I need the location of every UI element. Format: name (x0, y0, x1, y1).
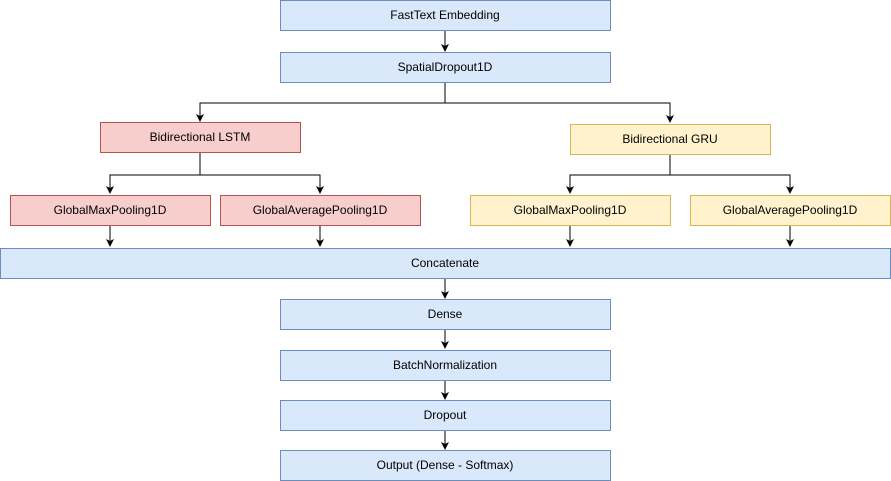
node-dropout: Dropout (280, 400, 611, 431)
node-gru-globalmaxpooling1d: GlobalMaxPooling1D (470, 195, 671, 226)
edge-spatialdropout-to-bilstm (196, 82, 446, 122)
node-label: GlobalMaxPooling1D (514, 203, 627, 217)
edge-bilstm-to-avgpool (200, 174, 324, 194)
edge-bigru-to-avgpool (670, 174, 794, 194)
node-label: GlobalAveragePooling1D (253, 203, 388, 217)
node-label: Dense (428, 307, 463, 321)
node-label: Bidirectional LSTM (150, 130, 251, 144)
node-label: Dropout (424, 408, 467, 422)
node-label: SpatialDropout1D (398, 60, 493, 74)
edges (106, 30, 794, 450)
node-fasttext-embedding: FastText Embedding (280, 0, 611, 31)
node-label: FastText Embedding (390, 8, 499, 22)
edge-bilstm-to-maxpool (106, 153, 201, 194)
node-spatialdropout1d: SpatialDropout1D (280, 52, 611, 83)
node-batchnormalization: BatchNormalization (280, 350, 611, 381)
node-label: BatchNormalization (393, 358, 497, 372)
edge-spatialdropout-to-bigru (445, 102, 674, 123)
node-lstm-globalaveragepooling1d: GlobalAveragePooling1D (220, 195, 421, 226)
node-concatenate: Concatenate (0, 248, 891, 279)
node-label: Concatenate (411, 256, 479, 270)
edge-bigru-to-maxpool (566, 154, 671, 194)
node-bidirectional-lstm: Bidirectional LSTM (100, 122, 301, 153)
node-label: Output (Dense - Softmax) (377, 458, 514, 472)
node-dense: Dense (280, 299, 611, 330)
node-label: GlobalMaxPooling1D (54, 203, 167, 217)
node-label: Bidirectional GRU (622, 132, 717, 146)
node-gru-globalaveragepooling1d: GlobalAveragePooling1D (690, 195, 891, 226)
node-label: GlobalAveragePooling1D (723, 203, 858, 217)
node-output-dense-softmax: Output (Dense - Softmax) (280, 450, 611, 481)
node-bidirectional-gru: Bidirectional GRU (570, 124, 771, 155)
node-lstm-globalmaxpooling1d: GlobalMaxPooling1D (10, 195, 211, 226)
